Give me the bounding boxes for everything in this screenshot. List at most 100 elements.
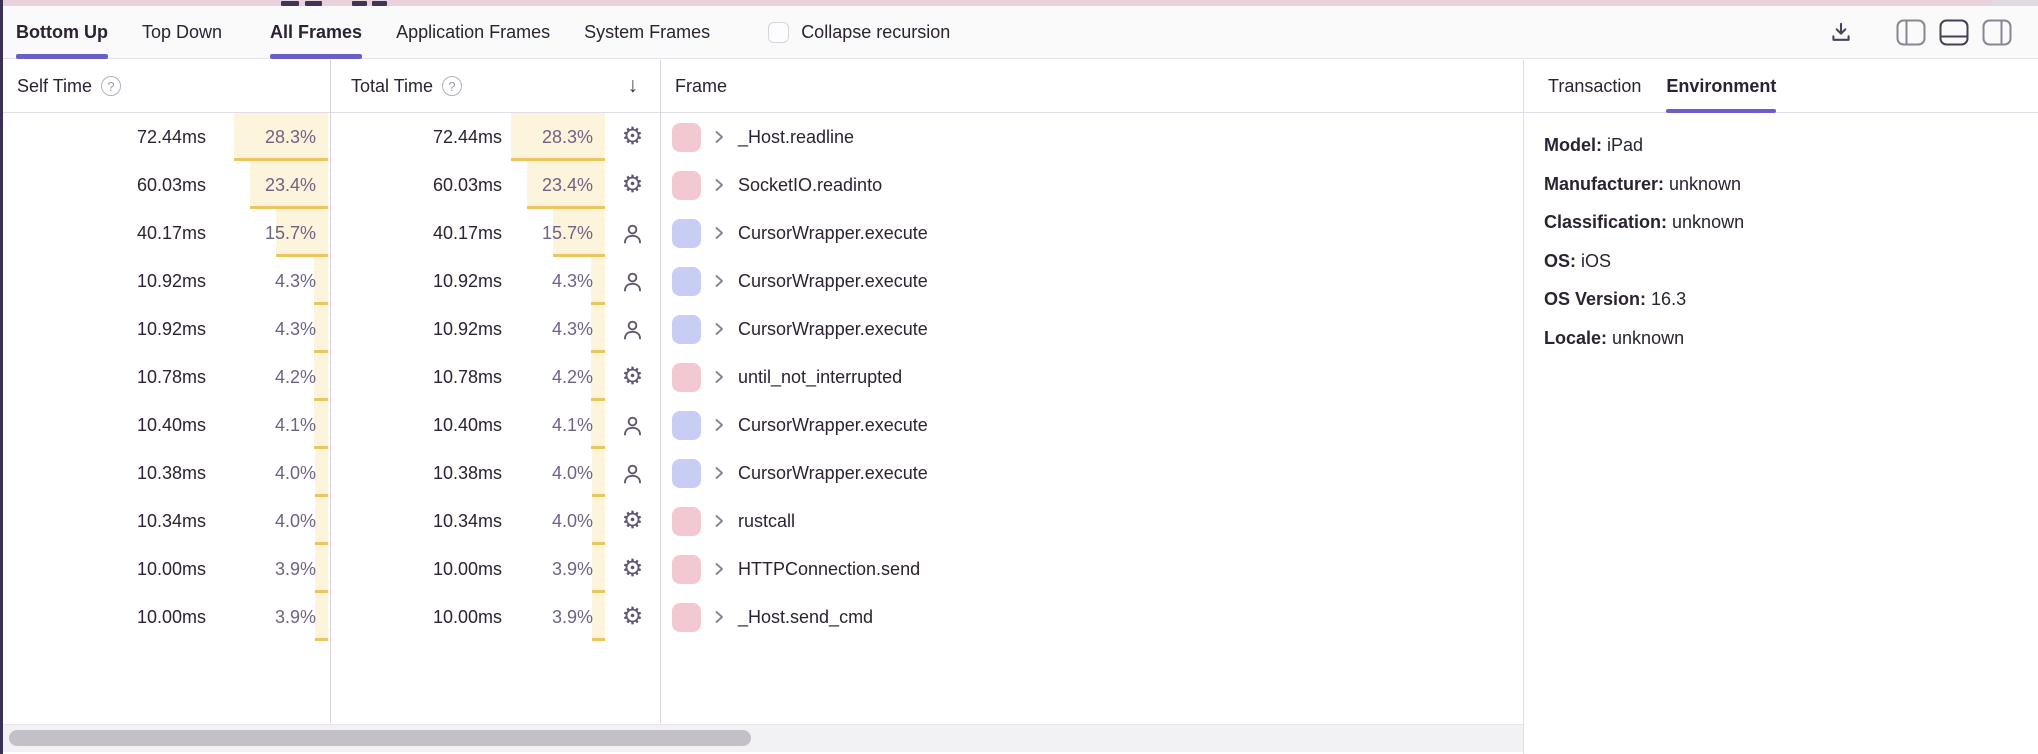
view-tab[interactable]: Bottom Up (16, 6, 108, 59)
horizontal-scrollbar-track[interactable] (3, 724, 1523, 752)
total-percent-bar (591, 449, 605, 497)
total-time-cell: 72.44ms 28.3% ⚙ (330, 113, 660, 161)
total-time-cell: 10.38ms 4.0% ⚙ (330, 449, 660, 497)
self-percent-bar (314, 353, 328, 401)
horizontal-scrollbar-thumb[interactable] (9, 730, 751, 746)
frame-cell: HTTPConnection.send (660, 545, 1523, 593)
environment-line: OS: iOS (1544, 242, 2038, 281)
self-percent-cell: 4.2% (234, 353, 328, 401)
frame-name: rustcall (738, 510, 796, 531)
column-header-total-time[interactable]: Total Time ? ↓ (330, 60, 660, 112)
environment-line: Locale: unknown (1544, 319, 2038, 358)
chevron-right-icon[interactable] (714, 417, 725, 433)
total-time-cell: 10.00ms 3.9% ⚙ (330, 593, 660, 641)
chevron-right-icon[interactable] (714, 177, 725, 193)
collapse-recursion-checkbox[interactable] (768, 21, 790, 43)
minimap-strip-right-segment (1992, 0, 2038, 6)
chevron-right-icon[interactable] (714, 561, 725, 577)
frame-type-indicator: ⚙ (605, 509, 660, 533)
total-time-cell: 10.00ms 3.9% ⚙ (330, 545, 660, 593)
frame-filter-tab[interactable]: System Frames (584, 6, 710, 59)
total-percent-bar (590, 257, 605, 305)
table-row[interactable]: 10.78ms 4.2% 10.78ms 4.2% ⚙ (3, 353, 1523, 401)
frame-name: _Host.send_cmd (738, 606, 874, 627)
layout-bottom-panel-button[interactable] (1939, 19, 1969, 46)
column-divider (660, 60, 661, 723)
frame-color-swatch (672, 362, 701, 392)
chevron-right-icon[interactable] (714, 513, 725, 529)
column-header-self-time[interactable]: Self Time ? (3, 60, 330, 112)
total-time-header-label: Total Time (351, 75, 434, 96)
table-row[interactable]: 10.34ms 4.0% 10.34ms 4.0% ⚙ (3, 497, 1523, 545)
chevron-right-icon[interactable] (714, 273, 725, 289)
total-time-value: 10.38ms (432, 462, 502, 483)
frame-name: CursorWrapper.execute (738, 414, 928, 435)
chevron-right-icon[interactable] (714, 225, 725, 241)
layout-left-panel-button[interactable] (1896, 19, 1926, 46)
self-time-value: 10.78ms (136, 366, 206, 387)
self-percent-value: 3.9% (274, 606, 316, 627)
environment-line: Classification: unknown (1544, 203, 2038, 242)
total-time-value: 40.17ms (432, 222, 502, 243)
chevron-right-icon[interactable] (714, 609, 725, 625)
table-row[interactable]: 10.38ms 4.0% 10.38ms 4.0% ⚙ (3, 449, 1523, 497)
frame-filter-tab[interactable]: All Frames (270, 6, 363, 59)
total-time-cell: 10.34ms 4.0% ⚙ (330, 497, 660, 545)
table-row[interactable]: 10.92ms 4.3% 10.92ms 4.3% ⚙ (3, 257, 1523, 305)
self-time-value: 10.92ms (136, 270, 206, 291)
self-percent-value: 4.0% (274, 462, 316, 483)
column-header-frame[interactable]: Frame (660, 60, 1523, 112)
chevron-right-icon[interactable] (714, 465, 725, 481)
minimap-frame-mark (352, 1, 367, 6)
frame-name: CursorWrapper.execute (738, 462, 928, 483)
environment-line: Model: iPad (1544, 126, 2038, 165)
self-percent-bar (313, 257, 328, 305)
environment-details: Model: iPad Manufacturer: unknown Classi… (1524, 113, 2038, 357)
total-percent-cell: 15.7% (511, 209, 605, 257)
total-time-value: 10.92ms (432, 270, 502, 291)
table-row[interactable]: 60.03ms 23.4% 60.03ms 23.4% ⚙ (3, 161, 1523, 209)
self-percent-bar (314, 497, 328, 545)
total-time-value: 10.78ms (432, 366, 502, 387)
table-row[interactable]: 10.92ms 4.3% 10.92ms 4.3% ⚙ (3, 305, 1523, 353)
total-percent-value: 4.0% (551, 462, 593, 483)
user-icon (620, 413, 645, 438)
total-time-cell: 10.92ms 4.3% ⚙ (330, 257, 660, 305)
details-panel-tab[interactable]: Transaction (1548, 60, 1641, 113)
self-percent-cell: 4.0% (234, 449, 328, 497)
total-percent-cell: 3.9% (511, 545, 605, 593)
table-header: Self Time ? Total Time ? ↓ Frame (3, 60, 1523, 113)
gear-icon: ⚙ (621, 603, 644, 630)
table-row[interactable]: 10.00ms 3.9% 10.00ms 3.9% ⚙ (3, 545, 1523, 593)
total-percent-value: 3.9% (551, 558, 593, 579)
help-icon[interactable]: ? (442, 76, 463, 96)
chevron-right-icon[interactable] (714, 369, 725, 385)
tab-label: Application Frames (396, 22, 551, 42)
table-row[interactable]: 10.40ms 4.1% 10.40ms 4.1% ⚙ (3, 401, 1523, 449)
minimap-frame-mark (372, 1, 387, 6)
frame-filter-tab[interactable]: Application Frames (396, 6, 550, 59)
frame-name: _Host.readline (738, 126, 855, 147)
self-percent-value: 15.7% (264, 222, 316, 243)
sort-descending-icon[interactable]: ↓ (627, 74, 639, 97)
view-tab[interactable]: Top Down (142, 6, 222, 59)
tab-label: System Frames (584, 22, 711, 42)
column-divider (330, 60, 331, 723)
layout-right-panel-button[interactable] (1982, 19, 2012, 46)
chevron-right-icon[interactable] (714, 129, 725, 145)
details-panel-tab[interactable]: Environment (1666, 60, 1777, 113)
environment-label: Classification: (1544, 212, 1673, 232)
total-percent-value: 3.9% (551, 606, 593, 627)
table-row[interactable]: 40.17ms 15.7% 40.17ms 15.7% ⚙ (3, 209, 1523, 257)
self-time-value: 10.00ms (136, 558, 206, 579)
frame-name: CursorWrapper.execute (738, 222, 928, 243)
environment-value: 16.3 (1651, 289, 1687, 309)
chevron-right-icon[interactable] (714, 321, 725, 337)
total-time-value: 10.34ms (432, 510, 502, 531)
help-icon[interactable]: ? (101, 76, 122, 96)
table-row[interactable]: 10.00ms 3.9% 10.00ms 3.9% ⚙ (3, 593, 1523, 641)
table-row[interactable]: 72.44ms 28.3% 72.44ms 28.3% ⚙ (3, 113, 1523, 161)
download-button[interactable] (1828, 19, 1854, 45)
self-time-value: 10.40ms (136, 414, 206, 435)
tab-label: Transaction (1548, 75, 1642, 96)
